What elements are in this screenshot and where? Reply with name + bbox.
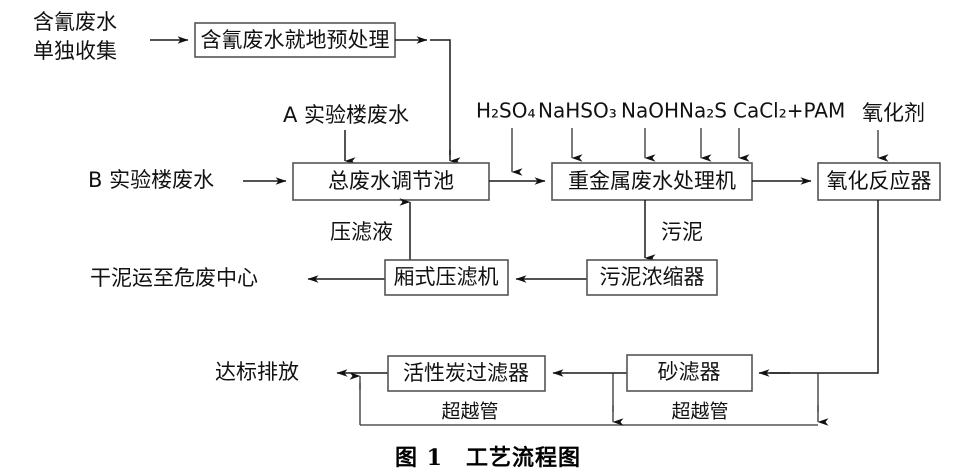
label-bypass-pipe-right: 超越管 xyxy=(671,401,728,423)
box-carbon-filter-label: 活性炭过滤器 xyxy=(403,361,529,385)
label-filtrate: 压滤液 xyxy=(330,220,393,244)
box-heavy-metal-machine-label: 重金属废水处理机 xyxy=(568,169,736,193)
label-chemical-oxidant: 氧化剂 xyxy=(862,101,925,125)
box-equalization-tank-label: 总废水调节池 xyxy=(328,169,454,193)
box-oxidation-reactor xyxy=(817,162,941,201)
label-chemical-na2s: Na₂S xyxy=(679,99,727,123)
box-sand-filter xyxy=(626,354,753,392)
line-oxidation-to-sand-filter xyxy=(770,200,879,374)
label-lab-b-wastewater: B 实验楼废水 xyxy=(88,168,214,192)
box-oxidation-reactor-label: 氧化反应器 xyxy=(827,169,932,193)
label-sludge: 污泥 xyxy=(661,220,703,244)
label-chemical-naoh: NaOH xyxy=(621,99,679,123)
label-cyanide-collect-line1: 含氰废水 xyxy=(33,10,117,34)
box-sludge-thickener-label: 污泥浓缩器 xyxy=(600,265,705,289)
box-carbon-filter xyxy=(387,355,546,392)
box-cyanide-pretreat-label: 含氰废水就地预处理 xyxy=(201,28,390,52)
label-dry-mud-transport: 干泥运至危废中心 xyxy=(90,266,258,290)
label-chemical-nahso3: NaHSO₃ xyxy=(538,99,617,123)
figure-caption: 图 1 工艺流程图 xyxy=(395,445,581,471)
label-cyanide-collect-line2: 单独收集 xyxy=(33,39,117,63)
box-sludge-thickener xyxy=(586,259,718,296)
label-chemical-cacl2-pam: CaCl₂+PAM xyxy=(733,99,845,123)
box-filter-press-label: 厢式压滤机 xyxy=(394,265,499,289)
box-equalization-tank xyxy=(292,162,490,201)
box-filter-press xyxy=(384,259,509,296)
label-bypass-pipe-left: 超越管 xyxy=(441,401,498,423)
label-lab-a-wastewater: A 实验楼废水 xyxy=(283,103,409,127)
box-heavy-metal-machine xyxy=(551,162,753,201)
label-chemical-h2so4: H₂SO₄ xyxy=(476,99,536,123)
line-pretreat-down xyxy=(430,39,451,155)
label-compliant-discharge: 达标排放 xyxy=(215,360,299,384)
box-sand-filter-label: 砂滤器 xyxy=(658,360,721,384)
